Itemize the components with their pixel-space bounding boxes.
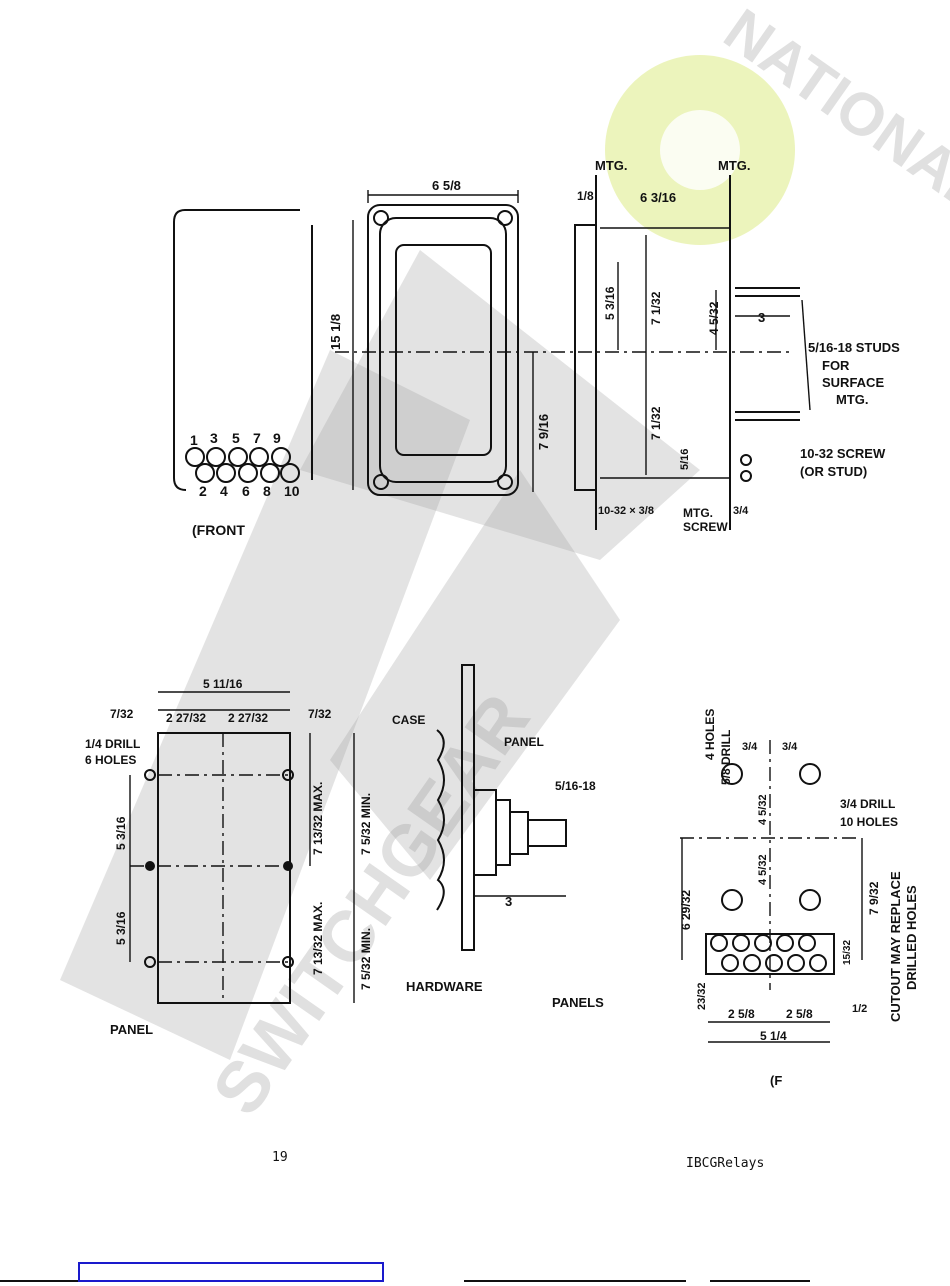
terminal-2: 2 — [199, 483, 207, 499]
studs-note-1: 5/16-18 STUDS — [808, 340, 900, 355]
terminal-4: 4 — [220, 483, 228, 499]
edge-right-dim: 7/32 — [308, 707, 332, 721]
mtg-left-label: MTG. — [595, 158, 628, 173]
footer-document-name: IBCGRelays — [686, 1156, 765, 1171]
cutout-note-2: DRILLED HOLES — [904, 885, 919, 990]
front-outline — [173, 209, 300, 491]
hardware-depth-dim: 3 — [505, 894, 512, 909]
top-left-dim: 3/4 — [742, 741, 758, 753]
case-height-dim: 15 1/8 — [328, 314, 343, 350]
terminal-6: 6 — [242, 483, 250, 499]
right-total-dim: 7 9/32 — [867, 881, 881, 915]
watermark-letter-n — [60, 350, 470, 1060]
stud-length-dim: 3 — [758, 310, 765, 325]
footer-rule-left — [0, 1280, 78, 1282]
back-dim: 3/4 — [733, 505, 749, 517]
lower-spacing-dim: 4 5/32 — [757, 854, 769, 885]
studs-note-3: SURFACE — [822, 375, 884, 390]
spacing-upper-dim: 5 3/16 — [114, 816, 128, 850]
side-view: MTG. MTG. 1/8 6 3/16 5 3/16 7 1/32 7 1/3… — [574, 158, 900, 534]
max-lower-dim: 7 13/32 MAX. — [311, 902, 325, 975]
terminal-5: 5 — [232, 430, 240, 446]
hardware-case-edge — [436, 729, 445, 911]
mtg-screw-1: MTG. — [683, 506, 713, 520]
screw-note-2: (OR STUD) — [800, 464, 867, 479]
overall-width-dim: 5 11/16 — [203, 677, 243, 691]
cutout-view: 5/8 DRILL 4 HOLES 3/4 DRILL 10 HOLES 3/4… — [679, 709, 919, 1088]
half-lower-dim: 7 1/32 — [649, 406, 663, 440]
front-view: 1 3 5 7 9 2 4 6 8 10 (FRONT — [173, 209, 313, 538]
terminal-8: 8 — [263, 483, 271, 499]
bottom-left-dim: 23/32 — [696, 982, 708, 1010]
half-left-dim: 2 27/32 — [166, 711, 206, 725]
footer-rule-right — [710, 1280, 810, 1282]
min-upper-dim: 7 5/32 MIN. — [359, 793, 373, 855]
case-view: 6 5/8 15 1/8 7 9/16 — [328, 178, 790, 496]
small-dim: 5/16 — [679, 449, 691, 470]
spacing-lower-dim: 5 3/16 — [114, 911, 128, 945]
hardware-stud-label: 5/16-18 — [555, 779, 596, 793]
edge-left-dim: 7/32 — [110, 707, 134, 721]
hardware-label: HARDWARE — [406, 979, 483, 994]
left-total-dim: 6 29/32 — [679, 890, 693, 930]
width-right-dim: 2 5/8 — [786, 1007, 813, 1021]
panels-label: PANELS — [552, 995, 604, 1010]
case-lower-dim: 7 9/16 — [536, 414, 551, 450]
case-outer — [367, 204, 519, 496]
case-window — [395, 244, 492, 456]
case-width-dim: 6 5/8 — [432, 178, 461, 193]
half-upper-dim: 7 1/32 — [649, 291, 663, 325]
terminal-1: 1 — [190, 432, 198, 448]
terminal-9: 9 — [273, 430, 281, 446]
drill10-note-2: 10 HOLES — [840, 815, 898, 829]
panel-drilling: 5 11/16 7/32 7/32 2 27/32 2 27/32 1/4 DR… — [85, 677, 373, 1037]
hardware-view: CASE PANEL 5/16-18 3 HARDWARE — [392, 664, 596, 994]
bottom-right-dim: 1/2 — [852, 1003, 867, 1015]
cutout-note-1: CUTOUT MAY REPLACE — [888, 871, 903, 1022]
terminal-circles — [185, 447, 300, 483]
hardware-case-label: CASE — [392, 713, 425, 727]
hardware-panel-label: PANEL — [504, 735, 544, 749]
stud-spacing-dim: 4 5/32 — [707, 301, 721, 335]
row-gap-dim: 15/32 — [842, 940, 853, 965]
depth-dim: 6 3/16 — [640, 190, 676, 205]
footer-link-box[interactable] — [78, 1262, 384, 1282]
studs-note-4: MTG. — [836, 392, 869, 407]
min-lower-dim: 7 5/32 MIN. — [359, 928, 373, 990]
flange-dim: 1/8 — [577, 189, 594, 203]
drill-note-1: 1/4 DRILL — [85, 737, 140, 751]
drill4-note-2: 4 HOLES — [703, 709, 717, 760]
hardware-panel — [461, 664, 475, 951]
front-view-label: (FRONT — [192, 522, 245, 538]
max-upper-dim: 7 13/32 MAX. — [311, 782, 325, 855]
page-number: 19 — [272, 1150, 288, 1165]
terminal-7: 7 — [253, 430, 261, 446]
cutout-view-label: (F — [770, 1073, 782, 1088]
top-right-dim: 3/4 — [782, 741, 798, 753]
terminal-3: 3 — [210, 430, 218, 446]
drill4-note-1: 5/8 DRILL — [719, 730, 733, 785]
cutout-overall-dim: 5 1/4 — [760, 1029, 787, 1043]
mtg-screw-2: SCREW — [683, 520, 728, 534]
upper-spacing-dim: 4 5/32 — [757, 794, 769, 825]
footer-rule-middle — [464, 1280, 686, 1282]
panel-label: PANEL — [110, 1022, 153, 1037]
width-left-dim: 2 5/8 — [728, 1007, 755, 1021]
terminal-10: 10 — [284, 483, 300, 499]
half-right-dim: 2 27/32 — [228, 711, 268, 725]
cutout-holes — [710, 934, 827, 972]
upper-dim: 5 3/16 — [603, 286, 617, 320]
mtg-screw-size: 10-32 × 3/8 — [598, 505, 654, 517]
screw-note-1: 10-32 SCREW — [800, 446, 886, 461]
mtg-right-label: MTG. — [718, 158, 751, 173]
drill10-note-1: 3/4 DRILL — [840, 797, 895, 811]
studs-note-2: FOR — [822, 358, 850, 373]
drill-note-2: 6 HOLES — [85, 753, 136, 767]
